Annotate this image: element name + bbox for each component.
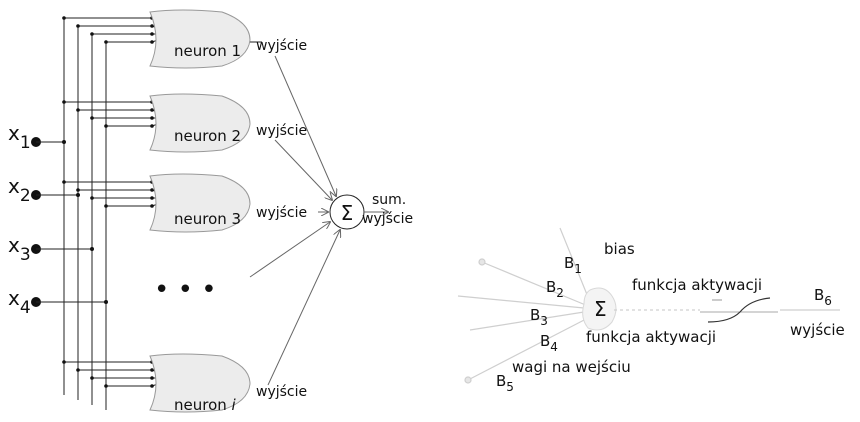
synapse-dot	[150, 40, 154, 44]
synapse-dot	[150, 24, 154, 28]
weight-b5: B5	[496, 372, 514, 394]
synapse-dot	[150, 376, 154, 380]
wire-junction	[90, 116, 94, 120]
input-x1: x1	[8, 121, 64, 153]
neuron-output-label: wyjście	[256, 205, 307, 221]
neuron-output-label: wyjście	[256, 123, 307, 139]
wire-junction	[90, 376, 94, 380]
bias-label: bias	[604, 240, 635, 258]
wire-junction	[62, 16, 66, 20]
input-label: x4	[8, 286, 31, 318]
weight-b2: B2	[546, 278, 564, 300]
wire-junction	[104, 40, 108, 44]
weight-b1: B1	[564, 254, 582, 276]
wire-junction	[104, 384, 108, 388]
synapse-dot	[150, 384, 154, 388]
output-arrows	[249, 55, 340, 386]
wire-junction	[76, 188, 80, 192]
wire-junction	[76, 108, 80, 112]
activation-function-icon	[700, 297, 778, 323]
wire-junction	[104, 204, 108, 208]
left-network-diagram: x1 x2 x3 x4 neuron 1	[8, 9, 413, 414]
wire-junction	[62, 180, 66, 184]
neuron-3: neuron 3 wyjście	[149, 173, 307, 233]
synapse-dot	[150, 196, 154, 200]
wire-junction	[62, 100, 66, 104]
weight-b6: B6	[814, 286, 832, 308]
more-neurons-ellipsis: • • •	[154, 275, 217, 305]
wire-junction	[76, 24, 80, 28]
sum-output-label-line1: sum.	[372, 192, 406, 208]
output-label: wyjście	[790, 321, 845, 339]
bus-junctions	[62, 140, 108, 304]
wire-junction	[76, 368, 80, 372]
sum-node: Σ sum. wyjście	[329, 192, 413, 230]
synapse-dot	[150, 188, 154, 192]
synapse-dot	[150, 204, 154, 208]
activation-label-bottom: funkcja aktywacji	[586, 328, 716, 346]
wire-junction	[90, 32, 94, 36]
input-bus-lines	[63, 18, 107, 410]
neuron-output-label: wyjście	[256, 384, 307, 400]
neuron-2: neuron 2 wyjście	[149, 93, 307, 153]
synapse-dot	[150, 368, 154, 372]
wire-junction	[90, 196, 94, 200]
input-x4: x4	[8, 286, 106, 318]
neuron-label: neuron i	[174, 396, 237, 414]
weights-label: wagi na wejściu	[512, 358, 631, 376]
sum-output-label-line2: wyjście	[362, 211, 413, 227]
weighted-input-lines	[457, 227, 591, 384]
neuron-output-label: wyjście	[256, 38, 307, 54]
synapse-dot	[150, 108, 154, 112]
input-label: x3	[8, 233, 31, 265]
neuron-label: neuron 3	[174, 210, 241, 228]
input-label: x1	[8, 121, 31, 153]
sum-symbol: Σ	[341, 201, 354, 225]
weight-b4: B4	[540, 332, 558, 354]
synapse-dot	[150, 124, 154, 128]
input-x3: x3	[8, 233, 92, 265]
neuron-label: neuron 2	[174, 127, 241, 145]
synapse-dot	[150, 32, 154, 36]
right-neuron-diagram: Σ bias funkcja aktywacji funkcja aktywac…	[457, 227, 845, 394]
wire-junction	[104, 124, 108, 128]
summation-symbol: Σ	[594, 297, 607, 321]
weight-b3: B3	[530, 306, 548, 328]
wire-junction	[62, 360, 66, 364]
summation-node: Σ	[582, 287, 617, 331]
activation-label-top: funkcja aktywacji	[632, 276, 762, 294]
neuron-label: neuron 1	[174, 42, 241, 60]
input-label: x2	[8, 174, 31, 206]
neuron-i: neuron i wyjście	[149, 353, 307, 414]
neuron-1: neuron 1 wyjście	[149, 9, 307, 69]
synapse-dot	[150, 116, 154, 120]
input-x2: x2	[8, 174, 78, 206]
